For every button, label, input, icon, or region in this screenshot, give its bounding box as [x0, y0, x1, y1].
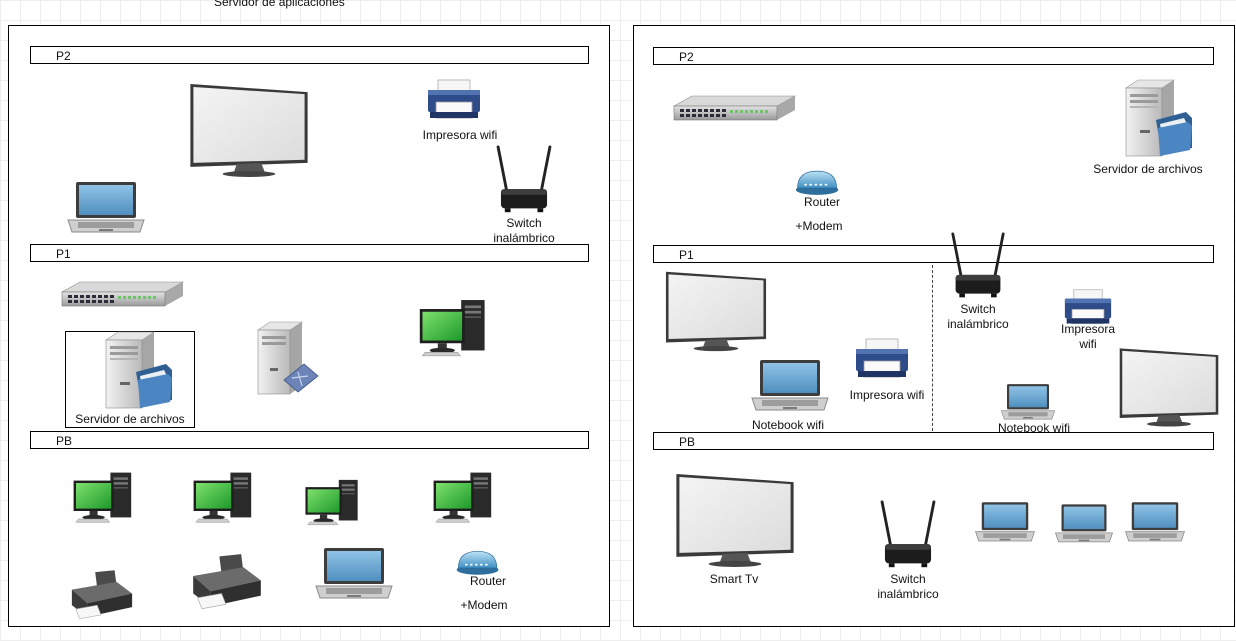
laser-printer-icon [188, 552, 266, 612]
laptop-icon [974, 500, 1036, 544]
printer-label-line2: wifi [1079, 337, 1097, 351]
laptop-icon [750, 358, 830, 413]
printer-label-line1: Impresora [1060, 322, 1116, 336]
rack-switch-icon [672, 94, 797, 124]
dashed-divider [932, 265, 933, 431]
file-server-icon [100, 330, 175, 410]
desktop-pc-icon [192, 468, 256, 526]
printer-label: Impresora wifi [849, 388, 925, 402]
wifi-printer-icon [424, 78, 484, 123]
floor-bar-pb-left: PB [30, 431, 589, 449]
floor-label: P2 [56, 49, 71, 63]
wireless-switch-icon [948, 232, 1008, 302]
floor-label: P2 [679, 50, 694, 64]
switch-label-line2: inalámbrico [877, 587, 939, 601]
switch-label-line2: inalámbrico [947, 317, 1009, 331]
floor-label: P1 [679, 248, 694, 262]
wifi-printer-icon [852, 337, 912, 382]
file-server-label: Servidor de archivos [75, 412, 185, 426]
file-server-label: Servidor de archivos [1093, 162, 1203, 176]
floor-label: PB [56, 434, 73, 448]
desktop-pc-icon [432, 468, 496, 526]
router-label: Router [803, 195, 841, 209]
smart-tv-icon [674, 472, 796, 568]
desktop-pc-icon [418, 295, 490, 360]
smart-tv-label: Smart Tv [709, 572, 759, 586]
desktop-pc-icon [72, 468, 136, 526]
file-server-icon [1120, 78, 1195, 158]
floor-bar-pb-right: PB [653, 432, 1214, 450]
floor-label: PB [679, 435, 696, 449]
app-server-top-label: Servidor de aplicaciones [214, 0, 345, 9]
monitor-icon [1118, 346, 1220, 428]
monitor-icon [664, 270, 768, 352]
router-label: Router [469, 574, 507, 588]
laser-printer-icon [68, 568, 136, 622]
laptop-icon [1000, 382, 1056, 422]
left-building-panel [8, 25, 610, 627]
switch-label-line1: Switch [506, 216, 542, 230]
monitor-icon [188, 82, 310, 178]
switch-label-line1: Switch [960, 302, 996, 316]
printer-label: Impresora wifi [422, 128, 498, 142]
wireless-switch-icon [494, 145, 554, 217]
notebook-label: Notebook wifi [997, 421, 1071, 435]
app-server-icon [252, 320, 322, 400]
modem-label: +Modem [795, 219, 843, 233]
wireless-switch-icon [878, 500, 938, 572]
modem-label: +Modem [460, 598, 508, 612]
switch-label-line2: inalámbrico [493, 231, 555, 245]
desktop-pc-icon [304, 476, 362, 528]
floor-bar-p1-left: P1 [30, 244, 589, 262]
laptop-icon [314, 546, 394, 601]
switch-label-line1: Switch [890, 572, 926, 586]
laptop-icon [1054, 502, 1114, 545]
rack-switch-icon [60, 280, 185, 310]
laptop-icon [1124, 500, 1186, 544]
floor-bar-p2-left: P2 [30, 46, 589, 64]
floor-bar-p1-right: P1 [653, 245, 1214, 263]
notebook-label: Notebook wifi [751, 418, 825, 432]
floor-bar-p2-right: P2 [653, 47, 1214, 65]
floor-label: P1 [56, 247, 71, 261]
laptop-icon [66, 180, 146, 235]
